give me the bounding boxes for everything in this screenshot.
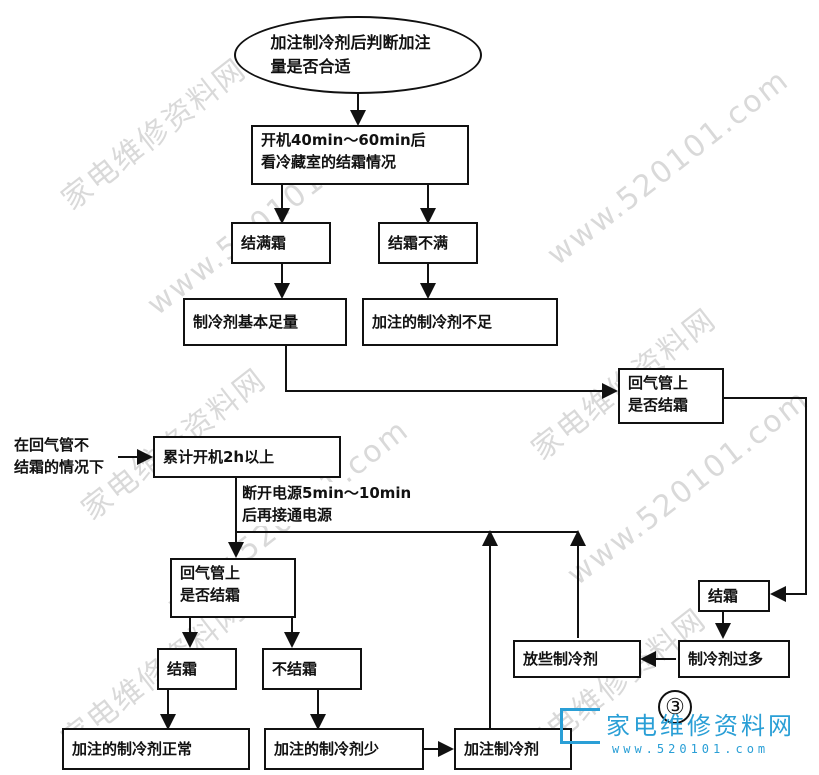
not-frosted-box: 不结霜 [262,648,362,690]
cumulative-box: 累计开机2h以上 [153,436,341,478]
start-oval: 加注制冷剂后判断加注量是否合适 [234,16,482,94]
site-logo-url: www.520101.com [612,742,770,756]
basic-enough-box: 制冷剂基本足量 [183,298,347,346]
too-much-text: 制冷剂过多 [688,650,764,668]
frosted-left-box: 结霜 [157,648,237,690]
partial-frost-text: 结霜不满 [388,234,449,252]
return-pipe-q1-box: 回气管上 是否结霜 [618,368,724,424]
check-frost-box: 开机40min～60min后 看冷藏室的结霜情况 [251,125,469,185]
return-pipe-q1-line1: 回气管上 [628,374,689,392]
frosted-right-box: 结霜 [698,580,770,612]
basic-enough-text: 制冷剂基本足量 [193,313,299,331]
return-pipe-q1-line2: 是否结霜 [628,396,689,414]
too-little-text: 加注的制冷剂少 [274,740,380,758]
return-pipe-q2-line1: 回气管上 [180,564,241,582]
full-frost-text: 结满霜 [241,234,287,252]
return-pipe-q2-box: 回气管上 是否结霜 [170,558,296,618]
side-condition-line2: 结霜的情况下 [14,458,105,476]
insufficient-text: 加注的制冷剂不足 [372,313,493,331]
power-cycle-line2: 后再接通电源 [242,506,333,524]
add-text: 加注制冷剂 [464,740,540,758]
too-much-box: 制冷剂过多 [678,640,790,678]
normal-box: 加注的制冷剂正常 [62,728,250,770]
return-pipe-q2-line2: 是否结霜 [180,586,241,604]
site-logo [560,708,600,744]
check-frost-line2: 看冷藏室的结霜情况 [261,153,397,171]
partial-frost-box: 结霜不满 [378,222,478,264]
normal-text: 加注的制冷剂正常 [72,740,193,758]
cumulative-text: 累计开机2h以上 [163,448,275,466]
start-text: 加注制冷剂后判断加注量是否合适 [270,33,431,76]
side-condition-label: 在回气管不 结霜的情况下 [14,434,104,478]
release-text: 放些制冷剂 [523,650,599,668]
too-little-box: 加注的制冷剂少 [264,728,424,770]
frosted-left-text: 结霜 [167,660,198,678]
site-logo-text: 家电维修资料网 [606,712,795,740]
add-box: 加注制冷剂 [454,728,572,770]
check-frost-line1: 开机40min～60min后 [261,131,426,149]
power-cycle-label: 断开电源5min～10min 后再接通电源 [242,482,412,526]
side-condition-line1: 在回气管不 [14,436,90,454]
not-frosted-text: 不结霜 [272,660,318,678]
power-cycle-line1: 断开电源5min～10min [242,484,412,502]
insufficient-box: 加注的制冷剂不足 [362,298,558,346]
figure-number: ③ [658,690,692,724]
release-box: 放些制冷剂 [513,640,641,678]
full-frost-box: 结满霜 [231,222,331,264]
figure-number-text: ③ [665,695,685,720]
frosted-right-text: 结霜 [708,587,739,605]
